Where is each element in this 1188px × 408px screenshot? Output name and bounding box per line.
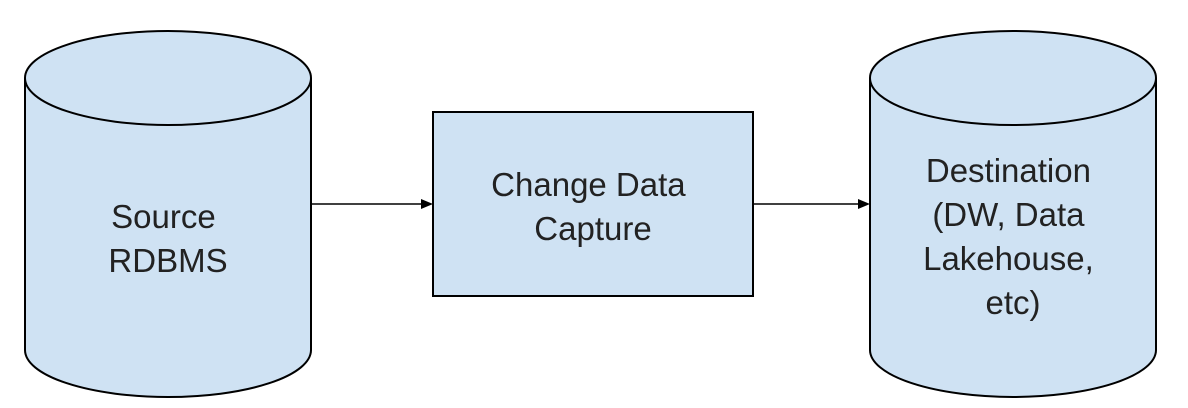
cdc-box <box>432 111 754 297</box>
source-cylinder-body <box>24 78 312 398</box>
edge-source-to-cdc <box>311 199 433 209</box>
destination-label-line: (DW, Data <box>932 196 1085 233</box>
source-label-line: RDBMS <box>108 242 227 279</box>
destination-cylinder-top <box>869 30 1157 126</box>
destination-node: Destination (DW, Data Lakehouse, etc) <box>869 30 1157 398</box>
destination-label-line: etc) <box>985 284 1040 321</box>
destination-label-line: Lakehouse, <box>923 240 1094 277</box>
source-node: Source RDBMS <box>24 30 312 398</box>
destination-label-line: Destination <box>926 152 1091 189</box>
cdc-label: Change Data Capture <box>491 166 695 247</box>
cdc-label-line: Capture <box>534 210 651 247</box>
cdc-node: Change Data Capture <box>432 111 754 297</box>
arrowhead-icon <box>858 199 870 209</box>
edge-cdc-to-destination <box>753 199 870 209</box>
source-cylinder-top <box>24 30 312 126</box>
source-label: Source RDBMS <box>108 198 227 279</box>
destination-label: Destination (DW, Data Lakehouse, etc) <box>923 152 1103 321</box>
destination-cylinder-body <box>869 78 1157 398</box>
cdc-label-line: Change Data <box>491 166 686 203</box>
arrowhead-icon <box>421 199 433 209</box>
source-label-line: Source <box>111 198 216 235</box>
